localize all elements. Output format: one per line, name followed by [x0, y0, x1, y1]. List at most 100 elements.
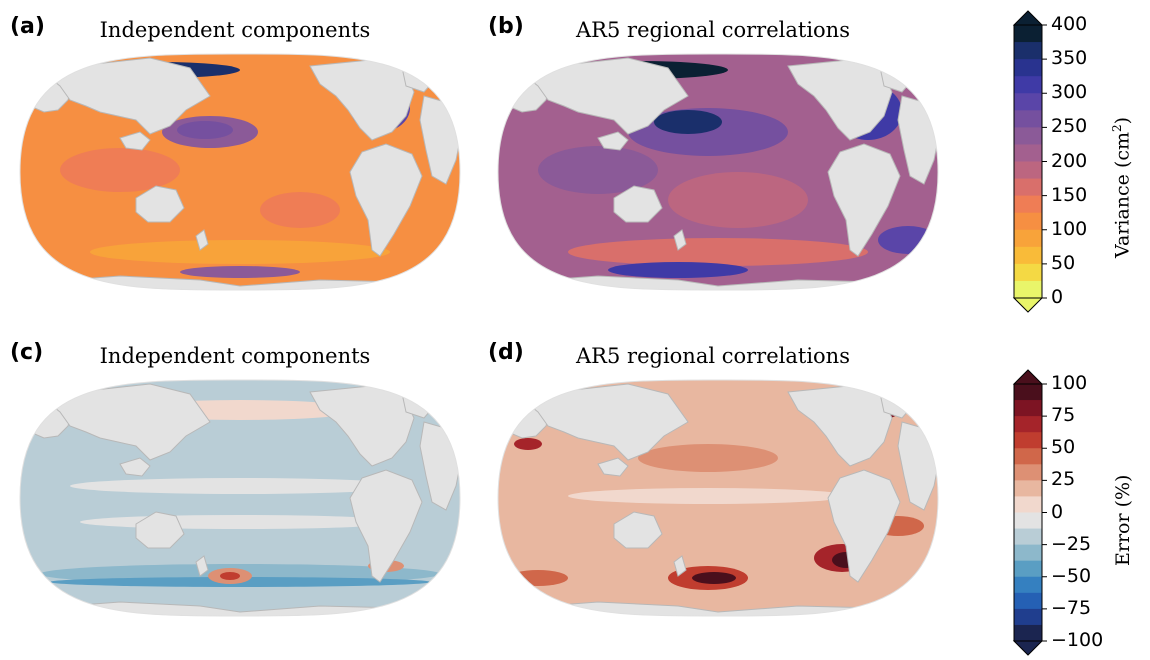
ocean-anomaly [668, 172, 808, 228]
variance-colorbar-label: Variance (cm2) [1110, 116, 1134, 258]
ocean-anomaly [608, 262, 748, 278]
colorbar-segment [1014, 512, 1042, 530]
ocean-anomaly [692, 572, 736, 584]
colorbar-segment [1014, 528, 1042, 546]
colorbar-segment [1014, 544, 1042, 562]
land-asia [38, 383, 211, 461]
colorbar-arrow-top [1012, 369, 1044, 385]
land-nz [195, 555, 209, 577]
colorbar-tick-label: 0 [1051, 286, 1064, 308]
map-variance-ar5 [497, 53, 939, 291]
colorbar-segment [1014, 576, 1042, 594]
ocean-anomaly [514, 438, 542, 450]
colorbar-arrow-bottom [1012, 640, 1044, 656]
ocean-anomaly [90, 240, 390, 264]
colorbar-arrow-bottom [1012, 297, 1044, 313]
ocean-field [498, 53, 938, 291]
panel-title: AR5 regional correlations [576, 344, 850, 368]
colorbar-tick-label: −50 [1051, 564, 1092, 587]
panel-label: (a) [10, 14, 45, 39]
panel-c: (c) Independent components [0, 326, 470, 656]
ocean-field [20, 53, 460, 291]
ocean-anomaly [70, 478, 410, 494]
panel-d: (d) AR5 regional correlations [478, 326, 948, 656]
colorbar-tick-label: 100 [1051, 372, 1088, 394]
colorbar-segment [1014, 416, 1042, 433]
ocean-anomaly [654, 110, 722, 134]
map-frame [19, 53, 461, 291]
panel-b: (b) AR5 regional correlations [478, 0, 948, 330]
land-indonesia [119, 457, 151, 477]
colorbar-tick-label: 150 [1051, 183, 1088, 206]
land-asia [516, 57, 689, 135]
colorbar-tick-label: 400 [1051, 13, 1088, 35]
land-samerica [827, 469, 901, 583]
ocean-anomaly [878, 226, 938, 254]
colorbar-segment [1014, 127, 1042, 145]
map-frame [497, 379, 939, 617]
ocean-field [20, 379, 460, 617]
colorbar-arrow-top [1012, 10, 1044, 26]
ocean-field [498, 379, 938, 617]
colorbar-segment [1014, 384, 1042, 401]
colorbar-segment [1014, 144, 1042, 162]
colorbar-tick-label: 25 [1051, 468, 1076, 491]
colorbar-segment [1014, 464, 1042, 481]
ocean-anomaly [538, 146, 658, 194]
colorbar-tick-label: 200 [1051, 149, 1088, 172]
colorbar-segment [1014, 592, 1042, 610]
colorbar-segment [1014, 400, 1042, 417]
colorbar-segment [1014, 280, 1042, 299]
variance-colorbar: 400 350 300 250 200 150 100 50 0 Variance (cm2) [1000, 0, 1150, 320]
colorbar-segment [1014, 624, 1042, 642]
colorbar-tick-label: 100 [1051, 217, 1088, 240]
land-nz [673, 555, 687, 577]
colorbar-segment [1014, 110, 1042, 128]
land-nz [673, 229, 687, 251]
land-australia [613, 511, 663, 549]
panel-label: (d) [488, 340, 524, 365]
colorbar-tick-label: −75 [1051, 596, 1092, 619]
colorbar-tick-label: 350 [1051, 47, 1088, 70]
error-colorbar-label: Error (%) [1112, 474, 1134, 566]
colorbar-segment [1014, 59, 1042, 77]
colorbar-tick-label: 50 [1051, 251, 1076, 274]
colorbar-segment [1014, 212, 1042, 231]
colorbar-segment [1014, 608, 1042, 626]
ocean-anomaly [638, 444, 778, 472]
ocean-anomaly [508, 570, 568, 586]
error-colorbar-scale [1012, 369, 1047, 656]
land-australia [135, 511, 185, 549]
panel-a: (a) Independent components [0, 0, 470, 330]
ocean-anomaly [60, 148, 180, 192]
colorbar-tick-label: 250 [1051, 115, 1088, 138]
colorbar-segment [1014, 195, 1042, 214]
colorbar-tick-label: 50 [1051, 436, 1076, 459]
colorbar-segment [1014, 496, 1042, 513]
panel-title: Independent components [99, 344, 371, 368]
land-australia [135, 185, 185, 223]
colorbar-segment [1014, 263, 1042, 282]
map-error-ar5 [497, 379, 939, 617]
colorbar-segment [1014, 42, 1042, 60]
land-nz [195, 229, 209, 251]
colorbar-segment [1014, 93, 1042, 111]
map-frame [19, 379, 461, 617]
colorbar-segment [1014, 76, 1042, 94]
colorbar-tick-label: 300 [1051, 81, 1088, 104]
land-australia [613, 185, 663, 223]
land-asia [38, 57, 211, 135]
colorbar-segment [1014, 448, 1042, 465]
ocean-anomaly [180, 266, 300, 278]
land-indonesia [119, 131, 151, 151]
land-samerica [827, 143, 901, 257]
colorbar-segment [1014, 25, 1042, 43]
ocean-anomaly [568, 488, 848, 504]
ocean-anomaly [220, 572, 240, 580]
ocean-anomaly [177, 121, 233, 139]
colorbar-segment [1014, 229, 1042, 248]
colorbar-segment [1014, 560, 1042, 578]
colorbar-segment [1014, 432, 1042, 449]
panel-title: Independent components [99, 18, 371, 42]
